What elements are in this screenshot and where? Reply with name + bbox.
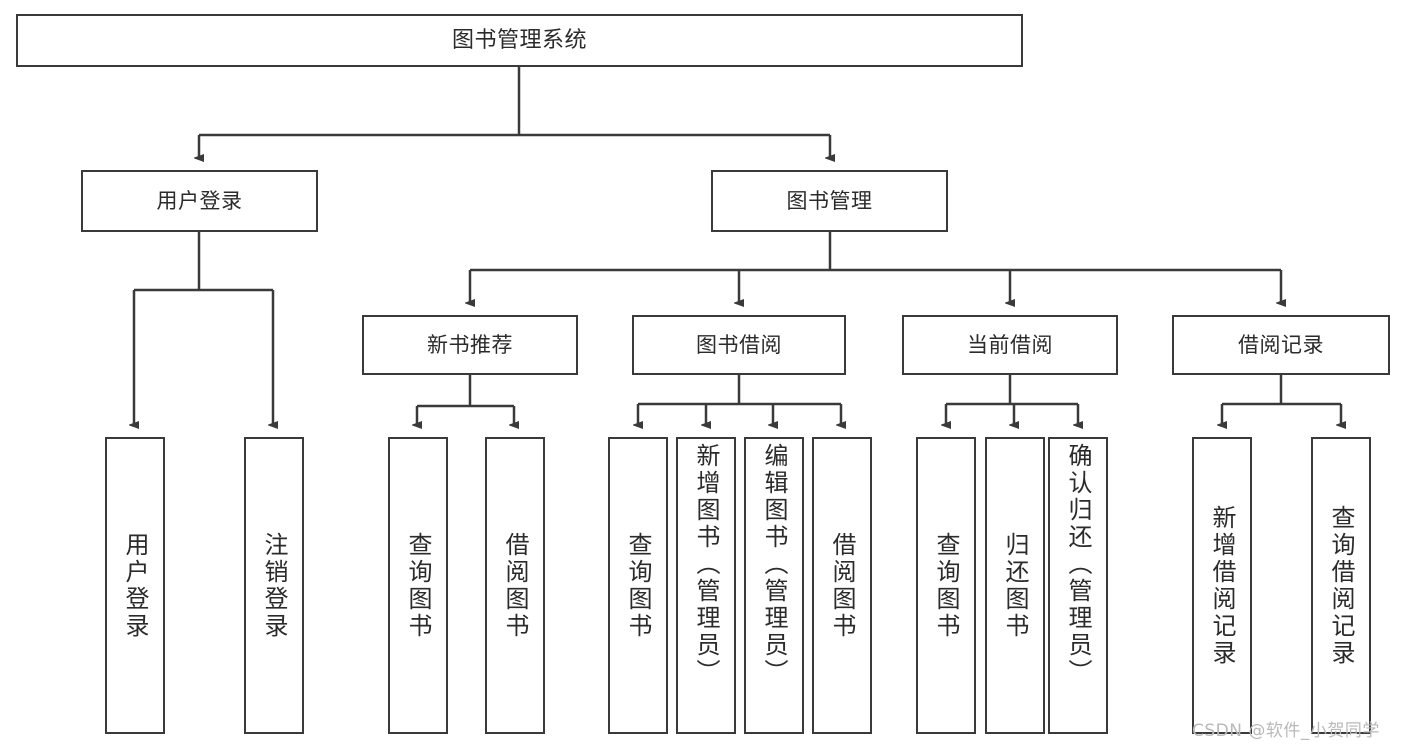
node-leaf-query-book-3[interactable]: 查询图书 <box>916 437 976 734</box>
csdn-watermark: CSDN @软件_小贺同学 <box>1192 721 1380 741</box>
node-leaf-add-book-label: 新增图书（管理员） <box>692 443 720 686</box>
node-leaf-confirm-return[interactable]: 确认归还（管理员） <box>1048 437 1108 734</box>
node-leaf-user-logout-label: 注销登录 <box>260 531 288 640</box>
node-leaf-edit-book[interactable]: 编辑图书（管理员） <box>744 437 804 734</box>
node-new-book-recommend[interactable]: 新书推荐 <box>362 315 578 375</box>
node-leaf-query-book-2[interactable]: 查询图书 <box>608 437 668 734</box>
node-leaf-borrow-book-2-label: 借阅图书 <box>828 531 856 640</box>
node-user-login[interactable]: 用户登录 <box>81 170 318 232</box>
node-book-borrow[interactable]: 图书借阅 <box>632 315 846 375</box>
node-leaf-borrow-book-1-label: 借阅图书 <box>501 531 529 640</box>
node-leaf-query-record-label: 查询借阅记录 <box>1327 504 1355 667</box>
node-leaf-query-book-1[interactable]: 查询图书 <box>388 437 448 734</box>
node-leaf-query-book-1-label: 查询图书 <box>404 531 432 640</box>
node-leaf-confirm-return-label: 确认归还（管理员） <box>1064 443 1092 686</box>
node-leaf-user-login[interactable]: 用户登录 <box>105 437 165 734</box>
node-leaf-add-record-label: 新增借阅记录 <box>1208 504 1236 667</box>
node-book-management[interactable]: 图书管理 <box>711 170 948 232</box>
node-leaf-add-record[interactable]: 新增借阅记录 <box>1192 437 1252 734</box>
node-leaf-return-book[interactable]: 归还图书 <box>985 437 1045 734</box>
node-book-borrow-label: 图书借阅 <box>696 332 782 357</box>
node-new-book-recommend-label: 新书推荐 <box>427 332 513 357</box>
node-leaf-add-book[interactable]: 新增图书（管理员） <box>676 437 736 734</box>
node-root-label: 图书管理系统 <box>451 27 587 53</box>
node-leaf-return-book-label: 归还图书 <box>1001 531 1029 640</box>
node-book-management-label: 图书管理 <box>786 188 873 213</box>
node-leaf-user-logout[interactable]: 注销登录 <box>244 437 304 734</box>
node-current-borrow-label: 当前借阅 <box>967 332 1053 357</box>
node-borrow-record[interactable]: 借阅记录 <box>1172 315 1390 375</box>
node-root-library-system[interactable]: 图书管理系统 <box>16 14 1023 67</box>
node-leaf-user-login-label: 用户登录 <box>121 531 149 640</box>
node-user-login-label: 用户登录 <box>156 188 243 213</box>
node-borrow-record-label: 借阅记录 <box>1238 332 1324 357</box>
node-leaf-query-record[interactable]: 查询借阅记录 <box>1311 437 1371 734</box>
node-leaf-query-book-2-label: 查询图书 <box>624 531 652 640</box>
node-leaf-edit-book-label: 编辑图书（管理员） <box>760 443 788 686</box>
node-leaf-borrow-book-1[interactable]: 借阅图书 <box>485 437 545 734</box>
node-current-borrow[interactable]: 当前借阅 <box>902 315 1118 375</box>
node-leaf-query-book-3-label: 查询图书 <box>932 531 960 640</box>
node-leaf-borrow-book-2[interactable]: 借阅图书 <box>812 437 872 734</box>
